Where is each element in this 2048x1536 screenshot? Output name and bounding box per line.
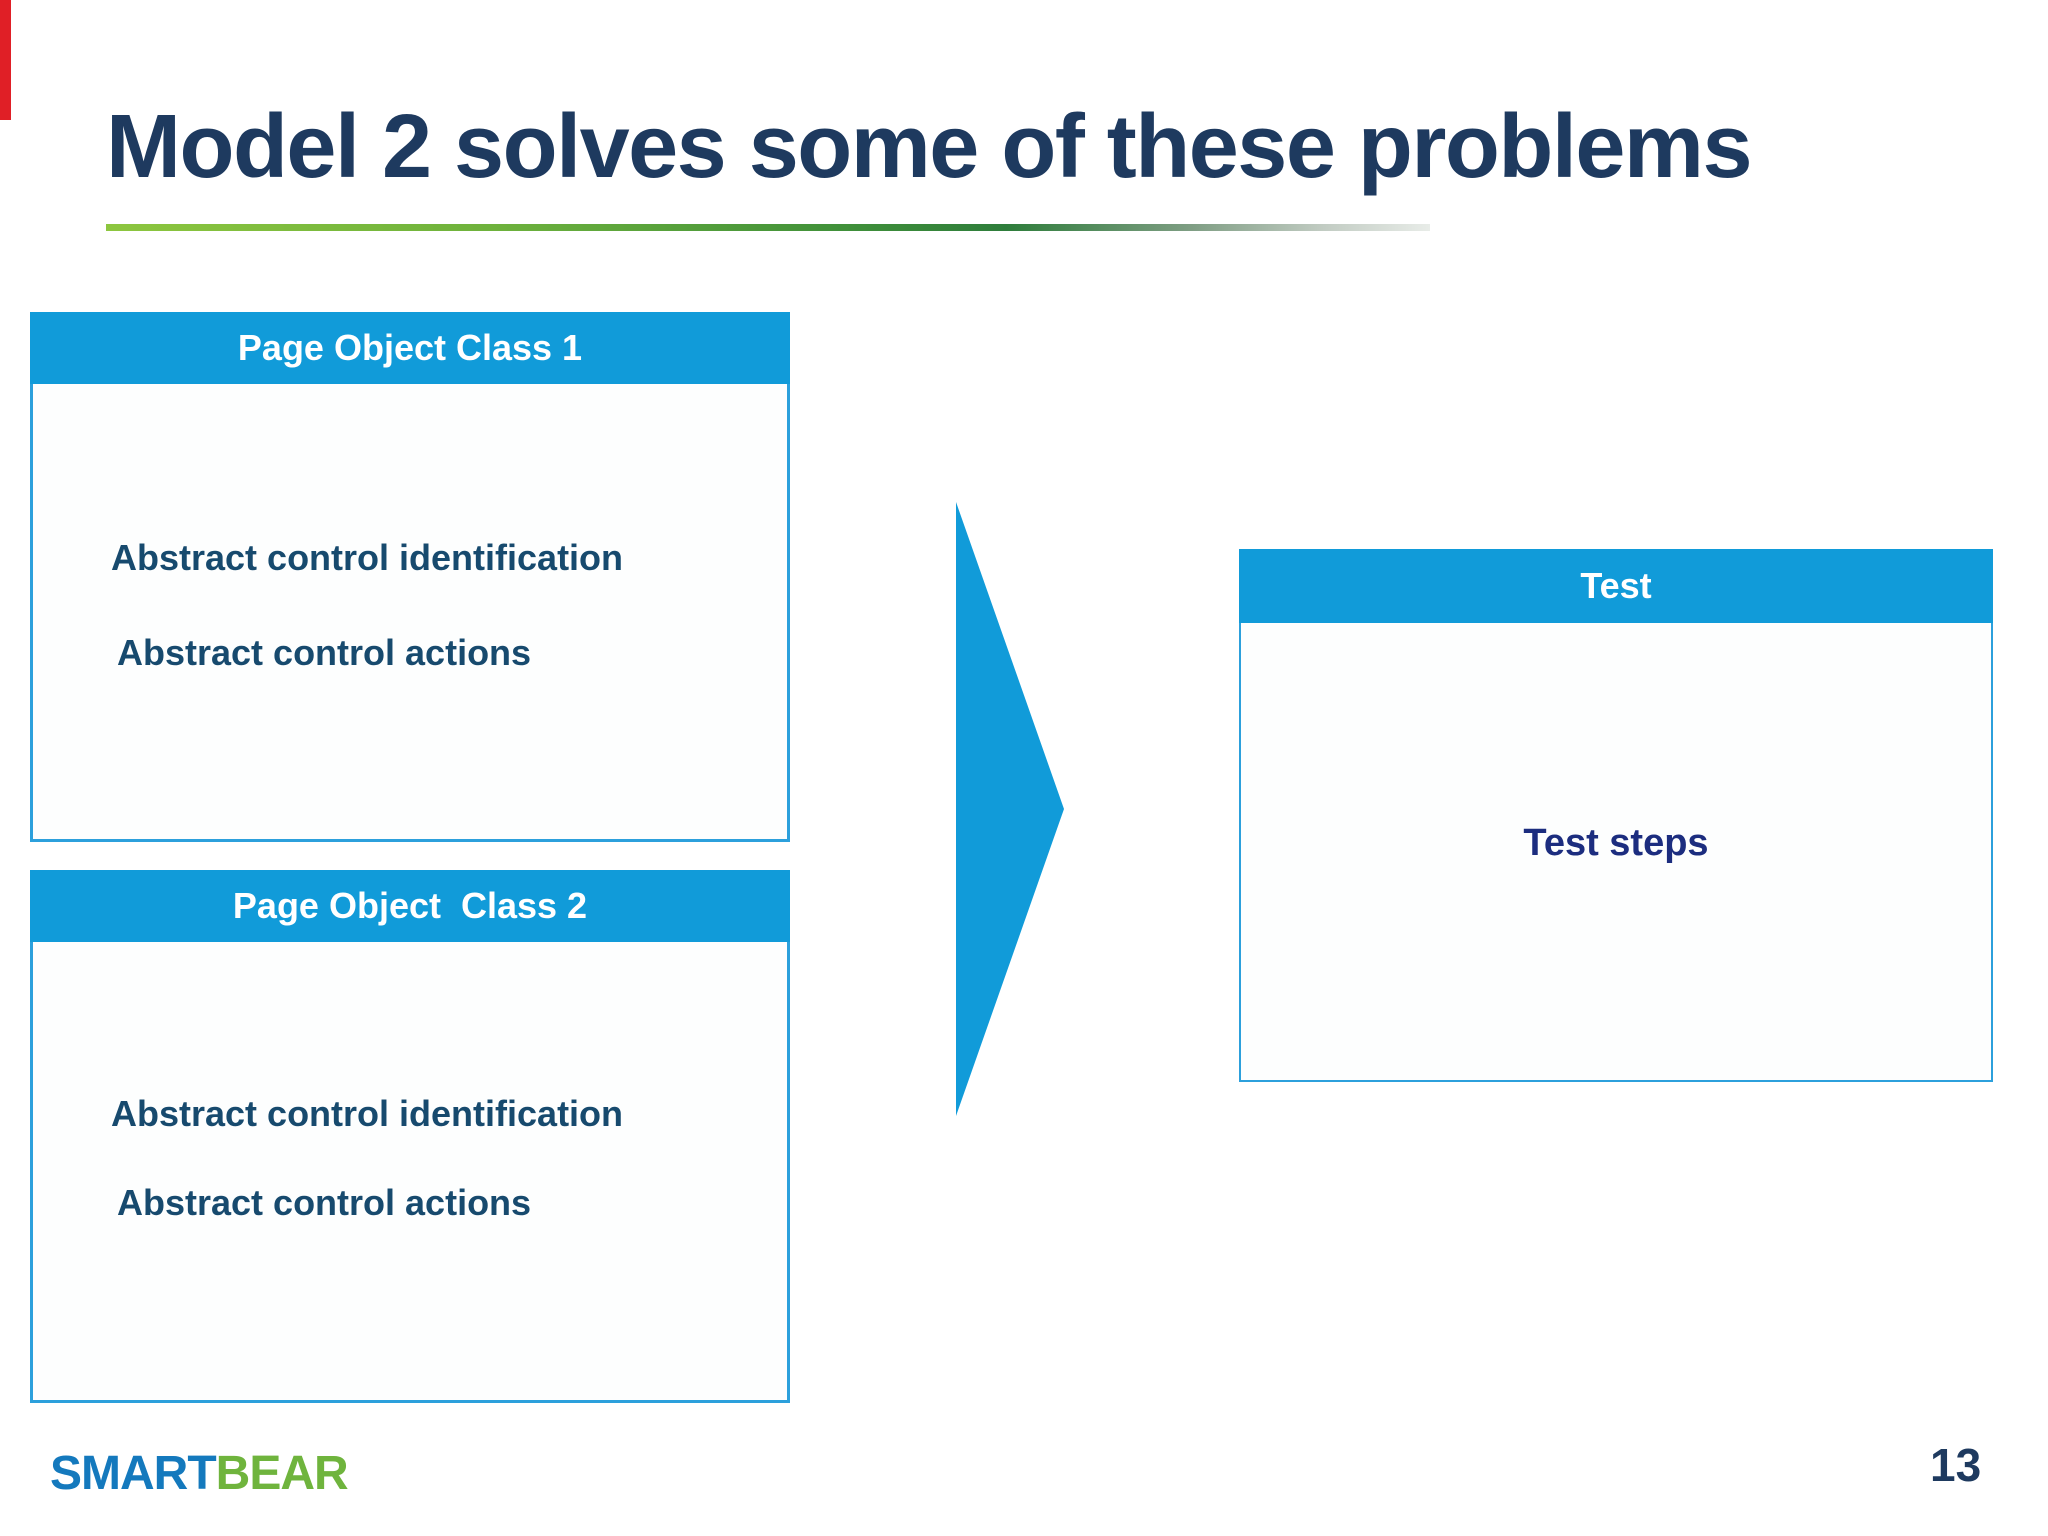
page-object-class-1-header: Page Object Class 1 bbox=[30, 312, 790, 384]
abstract-control-actions-label: Abstract control actions bbox=[117, 1182, 532, 1223]
abstract-control-identification-label: Abstract control identification bbox=[111, 1093, 624, 1134]
page-object-class-2-box: Page Object Class 2 Abstract control ide… bbox=[30, 870, 790, 1403]
test-box: Test Test steps bbox=[1239, 549, 1993, 1082]
page-object-class-2-header: Page Object Class 2 bbox=[30, 870, 790, 942]
flow-arrow-right-icon bbox=[956, 502, 1064, 1116]
abstract-control-actions-label: Abstract control actions bbox=[117, 632, 532, 673]
page-object-class-1-box: Page Object Class 1 Abstract control ide… bbox=[30, 312, 790, 842]
red-accent-bar bbox=[0, 0, 11, 120]
smartbear-logo: SMARTBEAR bbox=[50, 1447, 349, 1500]
abstract-control-identification-label: Abstract control identification bbox=[111, 537, 624, 578]
title-underline-rule bbox=[106, 224, 1430, 231]
test-steps-label: Test steps bbox=[1523, 822, 1709, 864]
smartbear-logo-smart: SMART bbox=[50, 1447, 217, 1500]
smartbear-logo-bear: BEAR bbox=[215, 1447, 349, 1500]
test-box-header: Test bbox=[1239, 549, 1993, 623]
slide-title: Model 2 solves some of these problems bbox=[106, 97, 1753, 197]
page-number: 13 bbox=[1930, 1439, 1982, 1491]
